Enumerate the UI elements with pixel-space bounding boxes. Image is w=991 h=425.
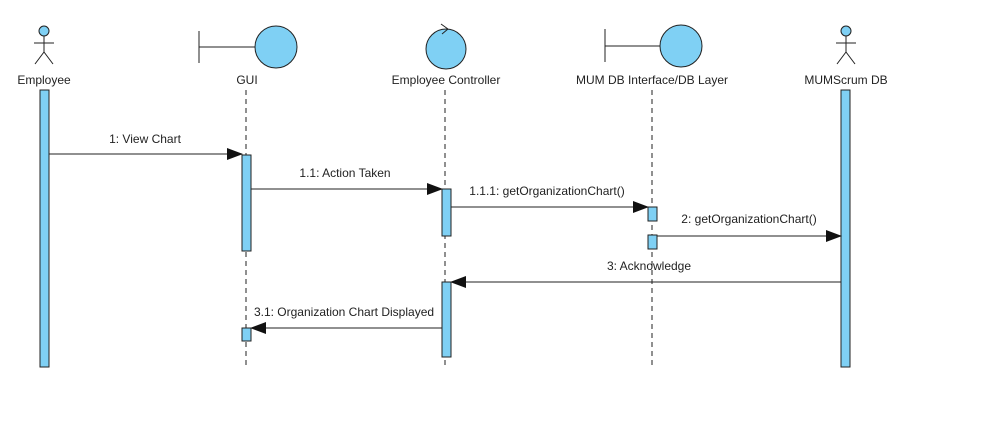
participant-db[interactable]: MUMScrum DB <box>804 25 888 87</box>
participant-dblayer[interactable]: MUM DB Interface/DB Layer <box>576 24 728 87</box>
activation-bar <box>840 89 851 368</box>
message-label: 2: getOrganizationChart() <box>681 212 816 226</box>
message-label: 3.1: Organization Chart Displayed <box>254 305 434 319</box>
actor-icon <box>34 25 54 65</box>
boundary-icon <box>604 24 703 68</box>
participant-label: Employee Controller <box>392 73 501 87</box>
message-2[interactable]: 2: getOrganizationChart() <box>657 212 842 242</box>
participant-label: MUMScrum DB <box>804 73 887 87</box>
message-3[interactable]: 3: Acknowledge <box>450 259 841 288</box>
message-label: 1: View Chart <box>109 132 181 146</box>
participant-label: MUM DB Interface/DB Layer <box>576 73 728 87</box>
participant-controller[interactable]: Employee Controller <box>392 23 501 87</box>
message-3-1[interactable]: 3.1: Organization Chart Displayed <box>250 305 442 334</box>
participant-gui[interactable]: GUI <box>198 25 298 87</box>
activation-bar <box>647 206 658 222</box>
actor-icon <box>836 25 856 65</box>
activation-bar <box>647 234 658 250</box>
message-1-1[interactable]: 1.1: Action Taken <box>251 166 443 195</box>
message-1[interactable]: 1: View Chart <box>49 132 243 160</box>
activation-bar <box>39 89 50 368</box>
activation-bar <box>241 327 252 342</box>
participant-label: GUI <box>236 73 257 87</box>
control-icon <box>425 23 467 70</box>
participant-label: Employee <box>17 73 71 87</box>
activation-bar <box>441 188 452 237</box>
message-label: 3: Acknowledge <box>607 259 691 273</box>
message-label: 1.1: Action Taken <box>299 166 390 180</box>
message-label: 1.1.1: getOrganizationChart() <box>469 184 624 198</box>
message-1-1-1[interactable]: 1.1.1: getOrganizationChart() <box>451 184 649 213</box>
activation-bar <box>441 281 452 358</box>
boundary-icon <box>198 25 298 69</box>
participant-employee[interactable]: Employee <box>17 25 71 87</box>
activation-bar <box>241 154 252 252</box>
